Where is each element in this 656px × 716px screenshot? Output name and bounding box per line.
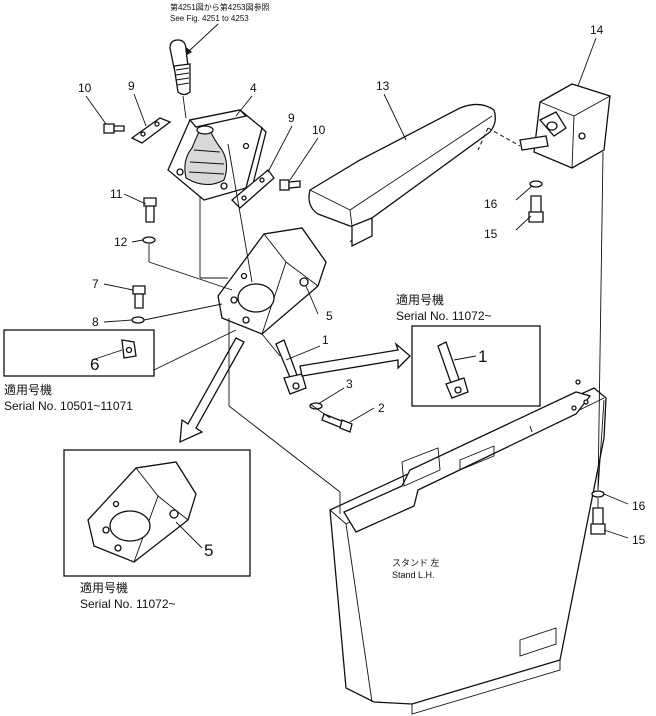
new-lever-callout-box [411,325,541,407]
arrow-to-new-lever-callout [299,341,411,377]
label-part-8: 8 [92,315,99,329]
part-1-lever-shaft [275,339,307,395]
part-8-washer [131,316,145,324]
part-3-washer [309,402,323,410]
reference-leader [187,23,219,53]
serial-note-new-bracket: Serial No. 11072~ [80,597,176,611]
label-part-9-left: 9 [128,79,135,93]
label-part-1: 1 [322,333,329,347]
part-9-bracket-right [231,169,275,209]
label-part-16-lower: 16 [632,499,646,513]
part-16-washer-lower [591,490,605,498]
applicable-label-new-bracket: 適用号機 [80,580,128,595]
stand-lh-housing: スタンド 左 Stand L.H. [329,379,607,715]
label-part-6: 6 [90,355,99,374]
label-part-3: 3 [346,377,353,391]
applicable-label-new-lever: 適用号機 [396,292,444,307]
stand-label-jp: スタンド 左 [392,557,440,568]
part-14-cover [519,83,611,169]
part-9-bracket-left [130,117,172,144]
label-part-15-lower: 15 [632,533,646,547]
label-part-5-new: 5 [204,541,213,560]
part-11-bolt [143,197,157,223]
lever-knob [169,39,191,119]
part-2-bolt [321,413,353,433]
label-part-5: 5 [326,309,333,323]
label-part-10-left: 10 [78,81,92,95]
part-7-bolt [132,285,146,309]
label-part-11: 11 [110,187,123,201]
serial-note-new-lever: Serial No. 11072~ [396,309,492,323]
label-part-7: 7 [92,277,99,291]
label-part-12: 12 [114,235,128,249]
part-6-callout-box [3,329,155,377]
leader-lines [85,37,629,549]
label-part-16-upper: 16 [484,197,498,211]
part-6-clamp [121,339,137,359]
part-1-lever-shaft-new [437,341,469,399]
part-5-stand-bracket-new [87,461,197,563]
part-4-lever-bracket [167,109,267,201]
stand-label-en: Stand L.H. [392,570,435,580]
label-part-10-right: 10 [312,123,326,137]
part-15-bolt-upper [528,195,544,223]
label-part-2: 2 [378,401,385,415]
label-part-1-new: 1 [478,347,487,366]
label-part-13: 13 [376,79,390,93]
part-15-bolt-lower [590,507,606,535]
applicable-label-old: 適用号機 [4,382,52,397]
part-13-arm-rest [308,103,496,248]
label-part-15-upper: 15 [484,227,498,241]
label-part-14: 14 [590,23,604,37]
part-5-stand-bracket [217,227,327,335]
label-part-4: 4 [250,81,257,95]
new-bracket-callout-box [63,449,251,577]
serial-note-old: Serial No. 10501~11071 [4,399,133,413]
reference-note-en: See Fig. 4251 to 4253 [170,14,249,23]
part-10-bolt-right [279,179,301,191]
arrow-to-new-bracket-callout [179,337,245,444]
reference-note-jp: 第4251図から第4253図参照 [170,2,270,12]
part-12-washer [142,236,156,244]
label-part-9-right: 9 [288,111,295,125]
part-10-bolt-left [103,123,125,134]
assembly-lines [143,127,605,514]
part-16-washer-upper [529,180,543,188]
